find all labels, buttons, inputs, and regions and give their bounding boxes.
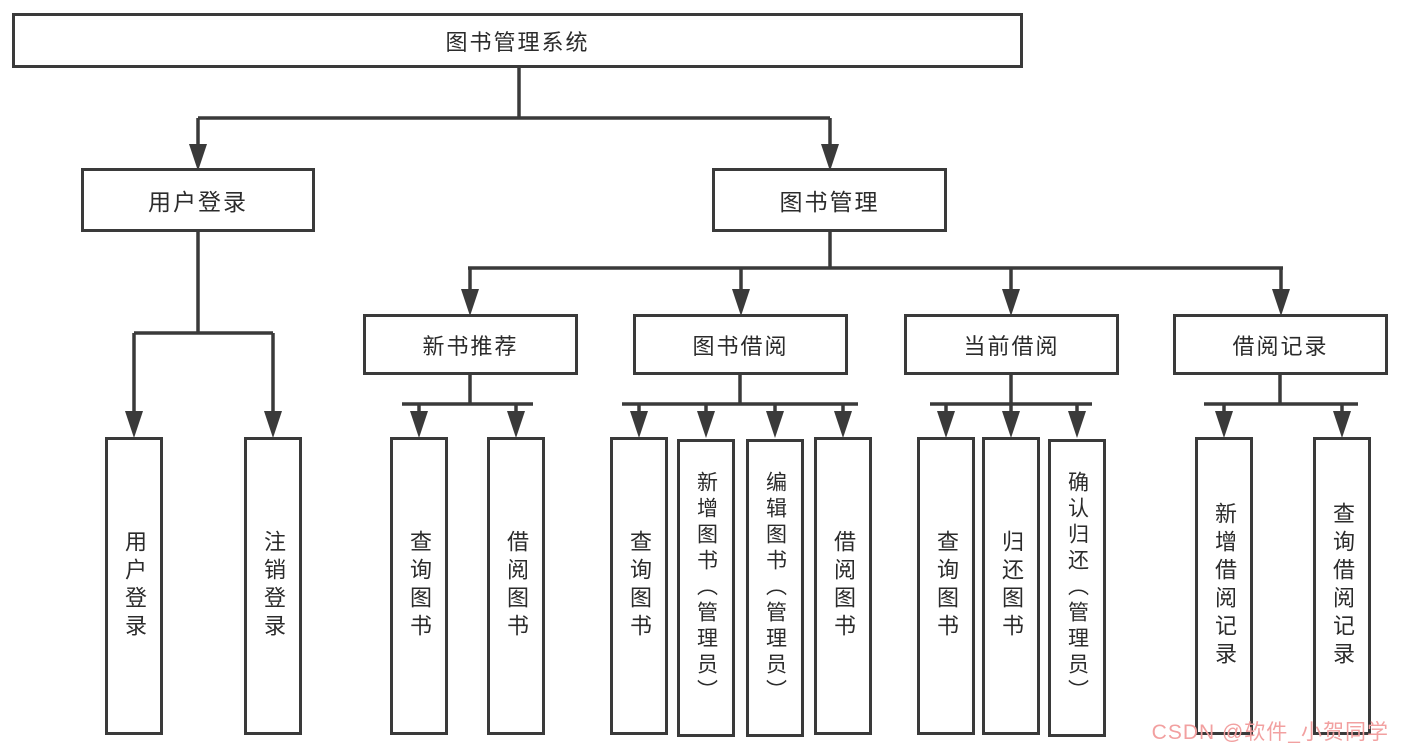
leaf-query-borrow-record: 查询借阅记录 (1313, 437, 1371, 735)
leaf-label: 新增图书（管理员） (694, 471, 718, 705)
leaf-query-books-borrowing: 查询图书 (610, 437, 668, 735)
csdn-watermark: CSDN @软件_小贺同学 (1151, 721, 1389, 744)
leaf-label: 确认归还（管理员） (1065, 471, 1089, 705)
leaf-logout: 注销登录 (244, 437, 302, 735)
node-new-book-recommend: 新书推荐 (363, 314, 578, 375)
node-label: 用户登录 (148, 189, 248, 215)
node-user-login: 用户登录 (81, 168, 315, 232)
leaf-query-books-recommend: 查询图书 (390, 437, 448, 735)
node-library-management-system: 图书管理系统 (12, 13, 1023, 68)
node-book-management: 图书管理 (712, 168, 947, 232)
leaf-label: 查询借阅记录 (1330, 502, 1355, 670)
node-label: 当前借阅 (963, 333, 1060, 359)
leaf-label: 查询图书 (407, 530, 432, 642)
leaf-borrow-books-recommend: 借阅图书 (487, 437, 545, 735)
node-label: 图书管理 (779, 189, 880, 215)
leaf-confirm-return-admin: 确认归还（管理员） (1048, 439, 1106, 737)
node-label: 图书借阅 (692, 333, 789, 359)
leaf-edit-books-admin: 编辑图书（管理员） (746, 439, 804, 737)
leaf-user-login: 用户登录 (105, 437, 163, 735)
leaf-label: 用户登录 (122, 530, 147, 642)
leaf-label: 查询图书 (934, 530, 959, 642)
node-label: 借阅记录 (1232, 333, 1329, 359)
node-book-borrowing: 图书借阅 (633, 314, 848, 375)
leaf-query-books-current: 查询图书 (917, 437, 975, 735)
leaf-return-books: 归还图书 (982, 437, 1040, 735)
node-label: 新书推荐 (422, 333, 519, 359)
leaf-label: 借阅图书 (831, 530, 856, 642)
leaf-label: 注销登录 (261, 530, 286, 642)
arrowhead-icons (125, 144, 1351, 438)
leaf-label: 编辑图书（管理员） (763, 471, 787, 705)
node-label: 图书管理系统 (445, 29, 590, 55)
node-borrow-records: 借阅记录 (1173, 314, 1388, 375)
leaf-label: 归还图书 (999, 530, 1024, 642)
leaf-borrow-books: 借阅图书 (814, 437, 872, 735)
leaf-label: 新增借阅记录 (1212, 502, 1237, 670)
leaf-label: 借阅图书 (504, 530, 529, 642)
node-current-borrowing: 当前借阅 (904, 314, 1119, 375)
leaf-add-books-admin: 新增图书（管理员） (677, 439, 735, 737)
leaf-label: 查询图书 (627, 530, 652, 642)
leaf-add-borrow-record: 新增借阅记录 (1195, 437, 1253, 735)
